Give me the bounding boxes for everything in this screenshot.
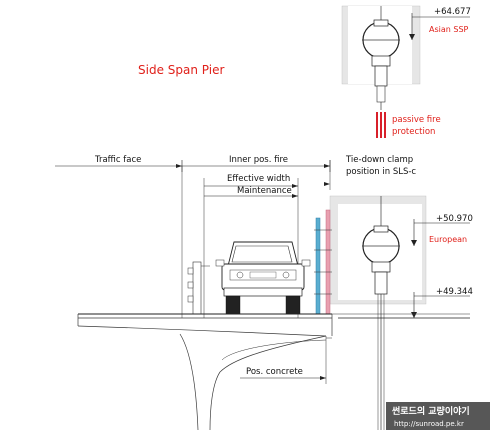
watermark-line2: http://sunroad.pe.kr: [394, 420, 464, 428]
level-top: +64.677: [434, 7, 471, 17]
effective-width-label: Effective width: [227, 174, 290, 184]
level-low: +49.344: [436, 287, 473, 297]
drawing-title: Side Span Pier: [138, 63, 224, 77]
left-barrier: [187, 261, 210, 315]
pos-concrete-dimension: [240, 336, 327, 384]
european-detail: +50.970 European +49.344: [329, 195, 473, 430]
asian-ssp-detail: +64.677 Asian SSP: [341, 5, 471, 110]
pos-concrete-label: Pos. concrete: [246, 367, 303, 377]
pink-post: [325, 209, 331, 315]
watermark: 썬로드의 교량이야기 http://sunroad.pe.kr: [386, 402, 490, 430]
maintenance-label: Maintenance: [237, 186, 292, 196]
traffic-face-label: Traffic face: [94, 155, 141, 165]
european-label: European: [429, 235, 467, 244]
vehicle-silhouette: [215, 241, 311, 315]
passive-fire-label-line2: protection: [392, 127, 435, 137]
tie-down-label-line2: position in SLS-c: [346, 167, 416, 177]
passive-fire-strip: [376, 112, 386, 138]
level-mid: +50.970: [436, 214, 473, 224]
tie-down-label-line1: Tie-down clamp: [345, 155, 413, 165]
passive-fire-label-line1: passive fire: [392, 115, 441, 125]
bridge-deck: [77, 313, 470, 431]
asian-ssp-label: Asian SSP: [429, 25, 469, 34]
railing-posts: [314, 209, 332, 315]
inner-pos-fire-label: Inner pos. fire: [229, 155, 288, 165]
top-dimension-lines: [55, 160, 331, 318]
watermark-line1: 썬로드의 교량이야기: [392, 405, 470, 417]
blue-post: [315, 217, 321, 315]
